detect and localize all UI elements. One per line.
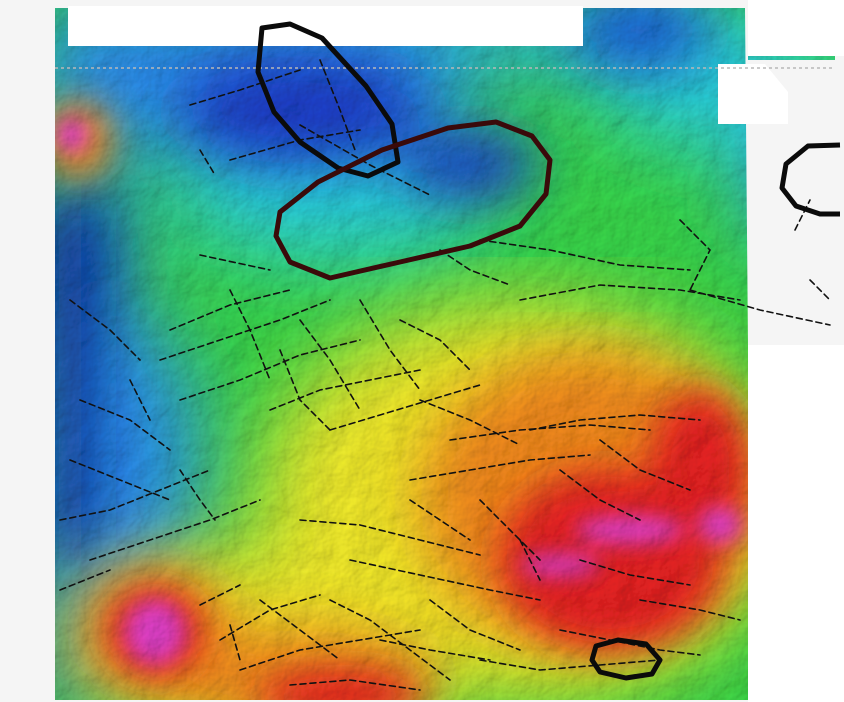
no-data-right-notch — [718, 64, 788, 124]
no-data-areas — [68, 0, 844, 702]
no-data-right-lower — [748, 345, 844, 702]
no-data-right-upper — [748, 0, 844, 56]
zone-outline-south — [589, 637, 663, 681]
outlined-zones — [255, 21, 841, 681]
zone-outline-east — [779, 142, 841, 217]
zone-outline-maroon — [273, 119, 553, 281]
lineaments — [59, 59, 831, 691]
zone-outline-north — [255, 21, 401, 179]
